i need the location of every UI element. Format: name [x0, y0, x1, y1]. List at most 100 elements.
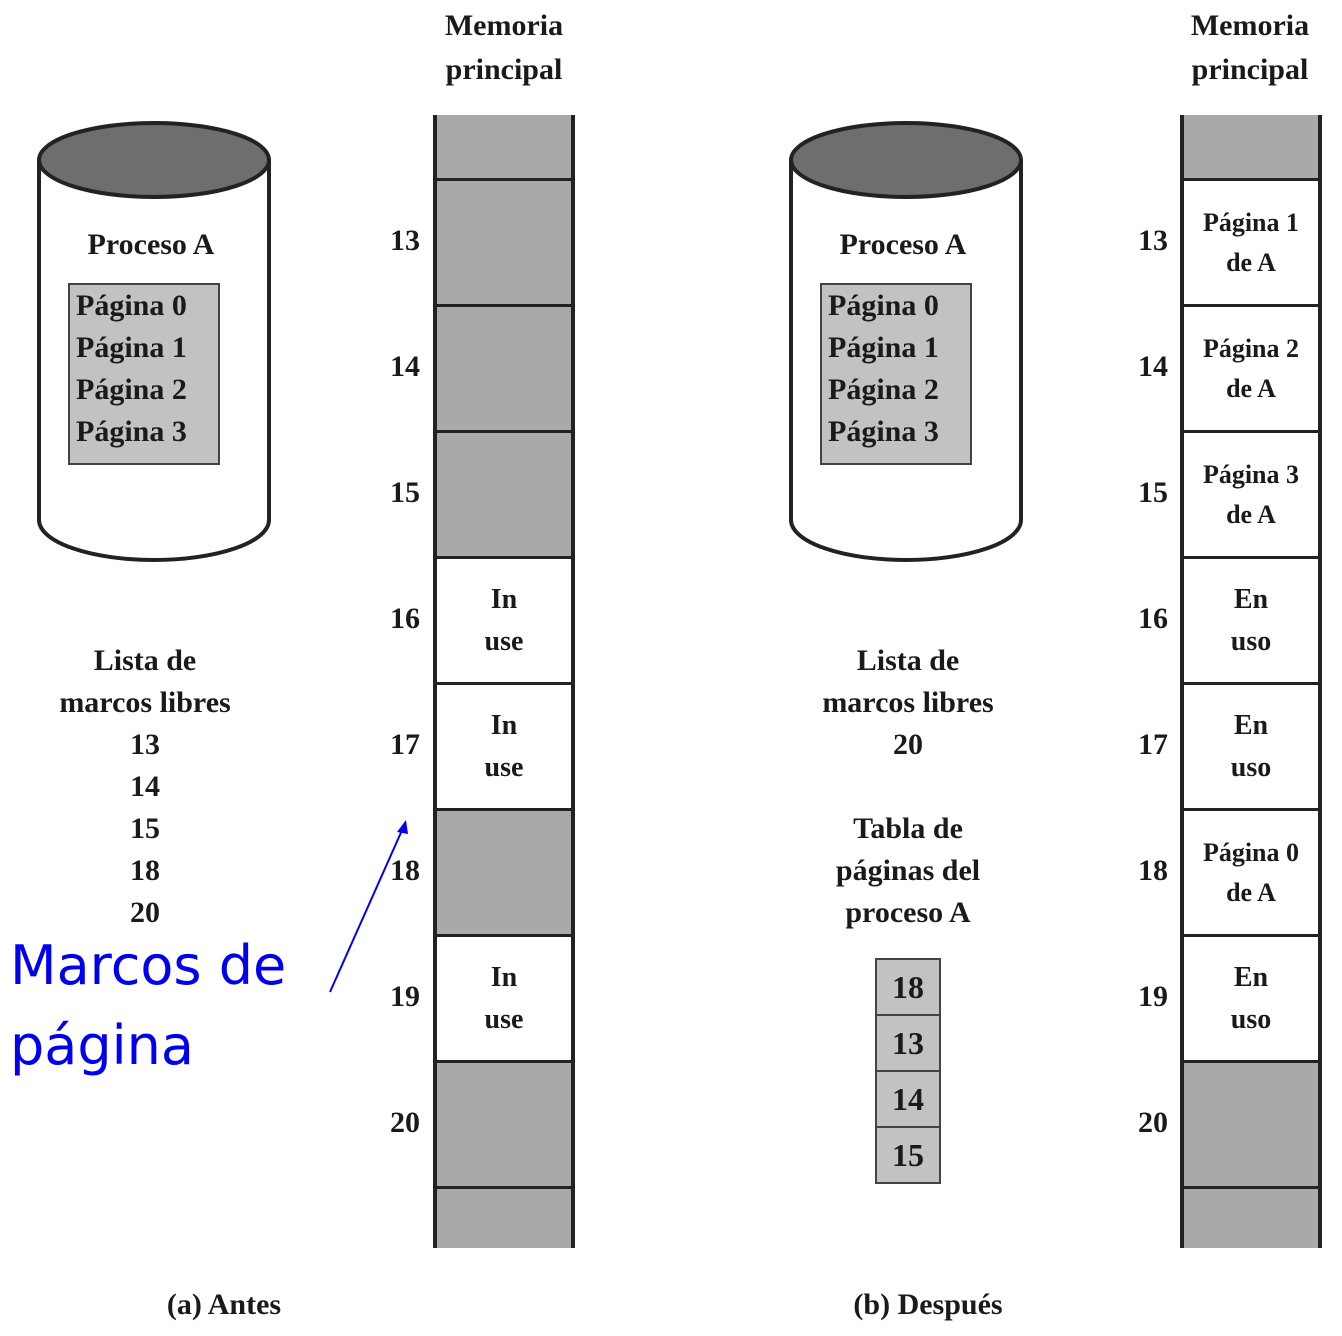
annotation-line: página [10, 1014, 194, 1077]
memory-frame-label: Página 1 [1202, 207, 1300, 237]
memory-frame-label: use [484, 1003, 524, 1035]
process-page: Página 2 [828, 373, 939, 406]
memory-title-line: Memoria [444, 9, 564, 42]
free-list-item: 18 [130, 854, 160, 887]
memory-frame [437, 115, 571, 178]
caption-before: (a) Antes [166, 1288, 282, 1321]
process-page: Página 3 [828, 415, 939, 448]
memory-frame [1184, 115, 1318, 178]
caption-after: (b) Después [853, 1288, 1003, 1321]
memory-frame: In use [437, 934, 571, 1060]
frame-number: 14 [1138, 350, 1168, 383]
memory-frame: In use [437, 556, 571, 682]
free-list-title: Lista de [93, 644, 197, 677]
frame-number: 19 [1138, 980, 1168, 1013]
main-memory-column: Página 1 de A Página 2 de A Página 3 de A En us… [1180, 115, 1322, 1248]
memory-frame [437, 1060, 571, 1186]
memory-frame-label: Página 2 [1202, 333, 1300, 363]
memory-frame-label: In [490, 961, 518, 993]
annotation-arrow [329, 820, 408, 993]
frame-number: 16 [1138, 602, 1168, 635]
memory-title: Memoria principal [414, 4, 594, 92]
memory-frame-label: de A [1226, 499, 1276, 529]
frame-number: 20 [390, 1106, 420, 1139]
memory-frame-label: de A [1226, 247, 1276, 277]
frame-number: 17 [390, 728, 420, 761]
frame-number: 15 [1138, 476, 1168, 509]
process-page: Página 1 [76, 331, 187, 364]
memory-frame: En uso [1184, 934, 1318, 1060]
memory-frame [1184, 1060, 1318, 1186]
free-list-item: 14 [130, 770, 160, 803]
process-pages-box: Página 0 Página 1 Página 2 Página 3 [68, 283, 220, 465]
memory-frame [437, 178, 571, 304]
frame-number: 15 [390, 476, 420, 509]
memory-frame [437, 304, 571, 430]
memory-frame: Página 3 de A [1184, 430, 1318, 556]
memory-frame-label: In [490, 709, 518, 741]
frame-number: 20 [1138, 1106, 1168, 1139]
process-title: Proceso A [839, 228, 967, 261]
process-page: Página 2 [76, 373, 187, 406]
memory-frame: En uso [1184, 556, 1318, 682]
free-frame-list: Lista de marcos libres 13 14 15 18 20 [15, 640, 275, 934]
free-list-title: marcos libres [822, 686, 994, 719]
memory-frame [437, 1186, 571, 1248]
process-pages-box: Página 0 Página 1 Página 2 Página 3 [820, 283, 972, 465]
page-table-entry: 18 [875, 958, 941, 1016]
process-page: Página 3 [76, 415, 187, 448]
memory-frame-label: uso [1230, 1003, 1272, 1035]
page-table-title-line: páginas del [835, 854, 981, 887]
memory-frame-label: use [484, 625, 524, 657]
memory-frame-label: Página 0 [1202, 837, 1300, 867]
memory-frame-label: de A [1226, 373, 1276, 403]
memory-frame-label: Página 3 [1202, 459, 1300, 489]
memory-title: Memoria principal [1160, 4, 1340, 92]
frame-number: 17 [1138, 728, 1168, 761]
memory-frame: Página 2 de A [1184, 304, 1318, 430]
frame-number: 18 [390, 854, 420, 887]
memory-title-line: principal [1191, 53, 1309, 86]
page-table-title: Tabla de páginas del proceso A [778, 808, 1038, 934]
memory-frame [1184, 1186, 1318, 1248]
memory-frame: Página 1 de A [1184, 178, 1318, 304]
frame-number: 13 [1138, 224, 1168, 257]
frame-number: 19 [390, 980, 420, 1013]
page-frames-annotation: Marcos de página [10, 926, 286, 1086]
page-table-entry: 14 [875, 1070, 941, 1128]
memory-frame-label: uso [1230, 751, 1272, 783]
memory-frame-label: En [1233, 709, 1269, 741]
memory-frame [437, 430, 571, 556]
memory-frame: Página 0 de A [1184, 808, 1318, 934]
free-list-title: marcos libres [59, 686, 231, 719]
process-title: Proceso A [87, 228, 215, 261]
memory-frame: En uso [1184, 682, 1318, 808]
memory-title-line: principal [445, 53, 563, 86]
memory-frame-label: In [490, 583, 518, 615]
page-table-title-line: proceso A [845, 896, 971, 929]
process-page: Página 1 [828, 331, 939, 364]
free-list-item: 20 [130, 896, 160, 929]
free-frame-list: Lista de marcos libres 20 [778, 640, 1038, 766]
free-list-item: 13 [130, 728, 160, 761]
free-list-item: 20 [893, 728, 923, 761]
free-list-title: Lista de [856, 644, 960, 677]
frame-number: 13 [390, 224, 420, 257]
process-page: Página 0 [828, 289, 939, 322]
memory-frame-label: En [1233, 583, 1269, 615]
memory-title-line: Memoria [1190, 9, 1310, 42]
memory-frame-label: use [484, 751, 524, 783]
process-page: Página 0 [76, 289, 187, 322]
memory-frame [437, 808, 571, 934]
page-table-entry: 13 [875, 1014, 941, 1072]
page-table-entry: 15 [875, 1126, 941, 1184]
frame-number: 16 [390, 602, 420, 635]
memory-frame: In use [437, 682, 571, 808]
frame-number: 14 [390, 350, 420, 383]
page-table-title-line: Tabla de [853, 812, 963, 845]
memory-frame-label: uso [1230, 625, 1272, 657]
memory-frame-label: En [1233, 961, 1269, 993]
frame-number: 18 [1138, 854, 1168, 887]
memory-frame-label: de A [1226, 877, 1276, 907]
